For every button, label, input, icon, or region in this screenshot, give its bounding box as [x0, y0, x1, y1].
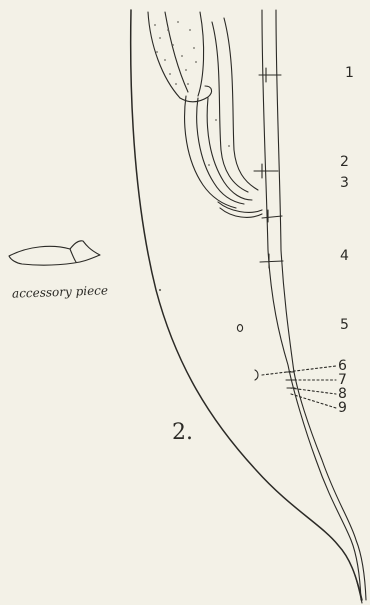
- marker-5: 5: [340, 318, 349, 332]
- spicule-structure: [148, 12, 262, 217]
- figure-number: 2.: [172, 420, 193, 445]
- marker-3: 3: [340, 176, 349, 190]
- accessory-piece-drawing: [9, 241, 100, 265]
- small-ring: [237, 325, 242, 332]
- marker-leaders: [262, 366, 336, 408]
- pore-mark: [255, 370, 258, 380]
- body-wall-outer: [131, 10, 362, 600]
- marker-7: 7: [338, 373, 347, 387]
- marker-1: 1: [345, 66, 354, 80]
- tail-tip: [355, 575, 362, 603]
- marker-2: 2: [340, 155, 349, 169]
- body-wall-inner-2: [276, 10, 366, 600]
- marker-8: 8: [338, 387, 347, 401]
- marker-9: 9: [338, 401, 347, 415]
- marker-4: 4: [340, 249, 349, 263]
- marker-6: 6: [338, 359, 347, 373]
